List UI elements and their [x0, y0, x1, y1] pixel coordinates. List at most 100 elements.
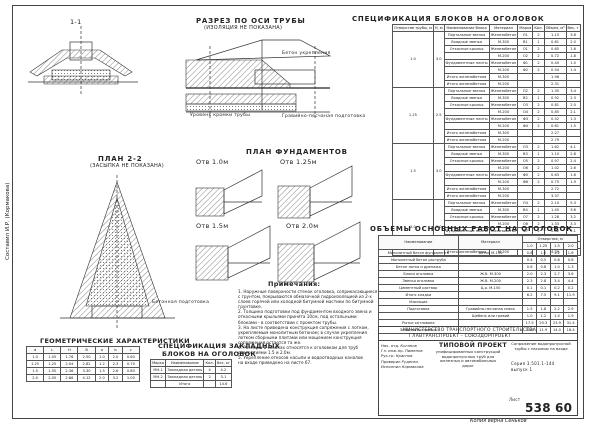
spec-cell: 2 — [532, 122, 545, 130]
geom-cell: 4.12 — [77, 374, 96, 382]
geom-cell: 2.50 — [77, 353, 96, 361]
geom-cell: 3.2 — [108, 374, 123, 382]
spec-cell: Железобетон — [488, 143, 519, 151]
geom-cell: 1.25 — [43, 360, 62, 368]
spec-cell: В4 — [517, 206, 534, 214]
geom-cell: 2.36 — [60, 367, 79, 375]
spec-cell: О6 — [517, 164, 534, 172]
spec-cell: 2 — [532, 157, 545, 165]
spec-header-cell: Марка — [517, 24, 534, 32]
works-volume-title: ОБЪЕМЫ ОСНОВНЫХ РАБОТ НА ОГОЛОВОК — [370, 225, 573, 233]
works-cell: 6.2 — [522, 291, 537, 299]
works-cell: 0.6 — [522, 263, 537, 271]
spec-cell: М-200 — [488, 52, 519, 60]
spec-cell: М-200 — [488, 178, 519, 186]
label-concrete-block: Бетон укрепления — [282, 51, 331, 56]
works-cell: 0.8 — [522, 249, 537, 257]
works-cell: 0.8 — [535, 263, 551, 271]
bottom-signature: Копия верна Сеньков — [470, 418, 527, 424]
spec-cell — [532, 192, 545, 200]
spec-cell: 2 — [532, 87, 545, 95]
spec-cell: Железобетон — [488, 45, 519, 53]
spec-cell: Откосные крылья — [443, 45, 490, 53]
label-gravel: Гравийно-песчаная подготовка — [282, 114, 366, 119]
geom-cell: 2.0 — [108, 353, 123, 361]
embedded-cell: 2 — [203, 373, 216, 381]
works-cell: Изоляция — [378, 298, 459, 306]
geom-cell: 2.82 — [77, 360, 96, 368]
spec-cell: 1.10 — [543, 150, 567, 158]
spec-cell — [532, 80, 545, 88]
notes-title: Примечания: — [268, 280, 321, 288]
spec-cell: 2.3 — [565, 94, 581, 102]
geom-header-cell: d — [25, 346, 45, 354]
works-cell: 11.9 — [535, 326, 551, 334]
series-text: Серия 3.501.1-144 — [511, 361, 555, 366]
plan-2-2-drawing — [60, 175, 175, 330]
works-cell: 1.0 — [535, 249, 551, 257]
role-title: Нач. отд. — [381, 343, 400, 348]
spec-cell: М-300 — [488, 73, 519, 81]
spec-cell: 2.72 — [543, 185, 567, 193]
geom-cell: 1.25 — [25, 360, 45, 368]
works-row: Изоляция — [378, 298, 578, 306]
works-cell: 2.9 — [563, 305, 578, 313]
geom-cell: 1.5 — [25, 367, 45, 375]
geom-cell: 0.80 — [121, 367, 141, 375]
role-title: Рук.гр. — [381, 353, 395, 359]
works-cell: Подготовка — [378, 305, 459, 313]
note-line: слоев горячей или холодной битумной маст… — [238, 299, 374, 305]
spec-cell: Откосные крылья — [443, 213, 490, 221]
spec-cell: Железобетон — [488, 115, 519, 123]
sheet-frame — [12, 5, 584, 419]
geom-cell: 2.6 — [108, 367, 123, 375]
spec-cell: 3.4 — [565, 87, 581, 95]
foundation-plan-1-5 — [195, 225, 271, 281]
geom-cell: 1.00 — [121, 374, 141, 382]
spec-cell: Входные звенья — [443, 38, 490, 46]
works-cell: 1.8 — [535, 305, 551, 313]
spec-header-cell: Отверстие трубы, м — [392, 24, 434, 32]
works-cell — [457, 263, 524, 271]
spec-header-cell: Вес, т — [565, 24, 581, 32]
spec-header-cell: Наименование блока — [443, 24, 490, 32]
spec-cell: М-200 — [488, 164, 519, 172]
spec-cell: 0.92 — [543, 94, 567, 102]
note-line: блоками - в соответствии с проектом труб… — [238, 319, 338, 325]
spec-cell: Л4 — [517, 199, 534, 207]
spec-cell: 1.15 — [543, 31, 567, 39]
works-cell — [457, 326, 524, 334]
spec-cell: Железобетон — [488, 213, 519, 221]
pipe-section-drawing — [185, 39, 332, 118]
works-cell: Бетон лотка и дренажа — [378, 263, 459, 271]
spec-cell: 1.35 — [543, 87, 567, 95]
spec-cell: 0.63 — [543, 171, 567, 179]
spec-cell: 1 — [532, 38, 545, 46]
embedded-header-cell: Вес, кг — [214, 359, 233, 367]
geom-cell: 2.0 — [25, 374, 45, 382]
spec-cell: Итого железобетона — [443, 136, 490, 144]
spec-cell: Итого железобетона — [443, 73, 490, 81]
spec-cell: М-300 — [488, 206, 519, 214]
opening-label-2-0: Отв 2.0м — [286, 222, 319, 230]
spec-cell: 0.81 — [543, 38, 567, 46]
works-header-cell: 1.0 — [522, 242, 537, 250]
opening-label-1-5: Отв 1.5м — [196, 222, 229, 230]
geom-cell: 3.30 — [77, 367, 96, 375]
role-title: Гл. инж.пр. — [381, 348, 404, 354]
note-line: откосными крыльями принята 10см, под ост… — [238, 314, 357, 320]
spec-cell: Железобетон — [488, 101, 519, 109]
geom-cell: 2.3 — [108, 360, 123, 368]
spec-cell: М-300 — [488, 129, 519, 137]
spec-cell: 0.75 — [543, 178, 567, 186]
works-cell: 0.1 — [522, 284, 537, 292]
